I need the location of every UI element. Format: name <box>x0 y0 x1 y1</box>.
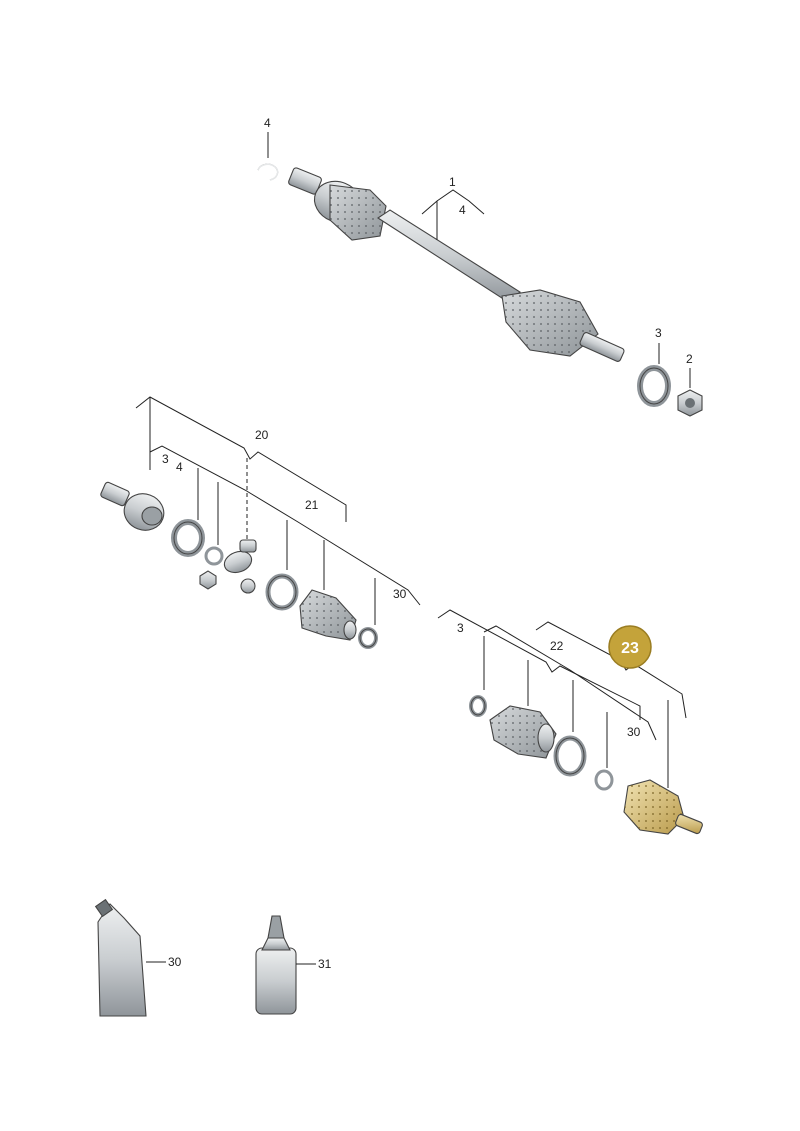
label-top-clip: 4 <box>264 116 271 130</box>
label-kit-outer-b: 4 <box>176 460 183 474</box>
drive-shaft-assembly: 4 1 4 3 2 <box>257 116 703 417</box>
circlip-top <box>257 163 279 181</box>
label-kit-boot: 21 <box>305 498 319 512</box>
badge-number: 23 <box>621 640 639 657</box>
label-inner-kit-22: 22 <box>550 639 564 653</box>
joint-cage <box>171 519 205 557</box>
outer-joint <box>100 481 165 531</box>
outer-boot <box>501 289 599 357</box>
label-ring-top: 3 <box>655 326 662 340</box>
inner-clamp-large <box>553 735 587 777</box>
boot-clamp-large <box>265 573 299 611</box>
boot-clamp-small <box>358 627 378 649</box>
label-inner-kit-30: 30 <box>627 725 641 739</box>
joint-boot <box>299 589 357 641</box>
label-inner-kit-3: 3 <box>457 621 464 635</box>
small-nut <box>199 570 217 590</box>
label-shaft-main: 1 <box>449 175 456 189</box>
label-shaft-sub: 4 <box>459 203 466 217</box>
label-bottle: 31 <box>318 957 332 971</box>
small-circlip <box>204 546 224 566</box>
inner-joint-kit: 3 22 30 23 <box>437 609 703 835</box>
part-badge[interactable]: 23 <box>608 625 652 669</box>
inner-circlip <box>594 769 614 791</box>
inner-clamp-small <box>469 695 487 717</box>
inner-boot <box>329 184 387 241</box>
ball-hub <box>223 539 257 594</box>
outer-joint-kit: 20 3 4 21 30 <box>100 396 421 649</box>
collar-nut <box>677 389 703 417</box>
ring-top <box>637 365 671 407</box>
shaft-outer-stub <box>579 332 625 362</box>
label-nut-top: 2 <box>686 352 693 366</box>
label-kit-outer-a: 3 <box>162 452 169 466</box>
grease-tube: 30 <box>94 898 182 1017</box>
inner-boot-part <box>489 705 557 759</box>
label-kit-grease: 30 <box>393 587 407 601</box>
shaft-inner-stub <box>288 167 322 195</box>
highlighted-joint[interactable] <box>623 779 703 835</box>
label-kit-outer: 20 <box>255 428 269 442</box>
label-tube: 30 <box>168 955 182 969</box>
sealant-bottle: 31 <box>255 915 332 1015</box>
shaft-bar <box>376 209 521 303</box>
